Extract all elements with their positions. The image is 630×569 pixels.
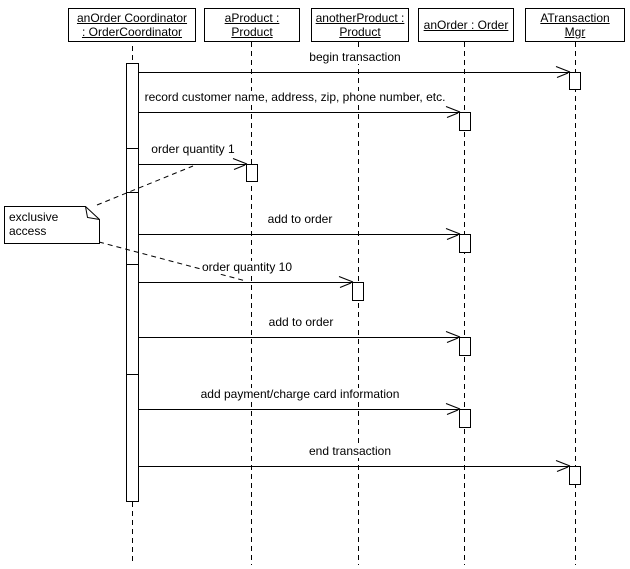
note-anchors (96, 165, 247, 282)
message-arrow-begin-transaction (138, 66, 571, 78)
message-label-record-customer: record customer name, address, zip, phon… (142, 90, 448, 104)
lifeline-head-an-order: anOrder : Order (418, 8, 514, 42)
lifeline-name-line: ATransaction (540, 11, 610, 25)
activation-a-product-quantity-1 (246, 164, 258, 182)
lifeline-head-transaction-mgr: ATransaction Mgr (525, 8, 625, 42)
lifeline-head-another-product: anotherProduct : Product (311, 8, 409, 42)
activation-an-order-payment (459, 409, 471, 428)
lifeline-name-line: Product (231, 25, 273, 39)
note-anchor-order-quantity-10 (98, 241, 247, 282)
note-text: exclusive access (9, 210, 58, 238)
note-text-line: exclusive (9, 210, 59, 224)
lifeline-name-line: : OrderCoordinator (81, 25, 183, 39)
activation-bar-order-coordinator (126, 63, 139, 502)
lifeline-name-line: anotherProduct : (315, 11, 405, 25)
activation-another-product-quantity-10 (352, 282, 364, 301)
lifeline-name-line: anOrder : Order (423, 18, 509, 32)
message-arrow-end-transaction (138, 460, 571, 472)
activation-transaction-mgr-begin (569, 72, 581, 90)
message-label-begin-transaction: begin transaction (307, 50, 403, 64)
message-label-end-transaction: end transaction (306, 444, 394, 458)
note-shape (4, 206, 100, 244)
message-arrow-add-to-order-2 (138, 331, 461, 343)
note-anchor-order-quantity-1 (96, 165, 194, 206)
message-arrow-order-quantity-1 (138, 158, 248, 170)
message-arrows (138, 66, 571, 472)
message-label-order-quantity-1: order quantity 1 (149, 142, 237, 156)
activation-transaction-mgr-end (569, 466, 581, 485)
activation-an-order-add-2 (459, 337, 471, 356)
lifeline-head-a-product: aProduct : Product (204, 8, 300, 42)
message-label-order-quantity-10: order quantity 10 (199, 260, 295, 274)
lifeline-head-order-coordinator: anOrder Coordinator : OrderCoordinator (68, 8, 196, 42)
activation-an-order-record (459, 112, 471, 131)
lifeline-name-line: aProduct : (224, 11, 280, 25)
note-body (4, 206, 100, 244)
message-arrow-add-to-order-1 (138, 228, 461, 240)
lifeline-name-line: Mgr (564, 25, 586, 39)
note-text-line: access (9, 224, 47, 238)
message-label-add-to-order-1: add to order (265, 212, 335, 226)
activation-an-order-add-1 (459, 234, 471, 253)
target-activations (246, 72, 581, 485)
message-label-add-to-order-2: add to order (266, 315, 336, 329)
message-arrow-record-customer (138, 106, 461, 118)
note-fold-icon (85, 206, 100, 220)
lifeline-name-line: Product (339, 25, 381, 39)
lifeline-name-line: anOrder Coordinator (76, 11, 188, 25)
activation-bar-rect (126, 63, 139, 502)
message-arrow-add-payment (138, 403, 461, 415)
lifelines (132, 42, 576, 565)
message-label-add-payment: add payment/charge card information (198, 387, 402, 401)
message-arrow-order-quantity-10 (138, 276, 354, 288)
